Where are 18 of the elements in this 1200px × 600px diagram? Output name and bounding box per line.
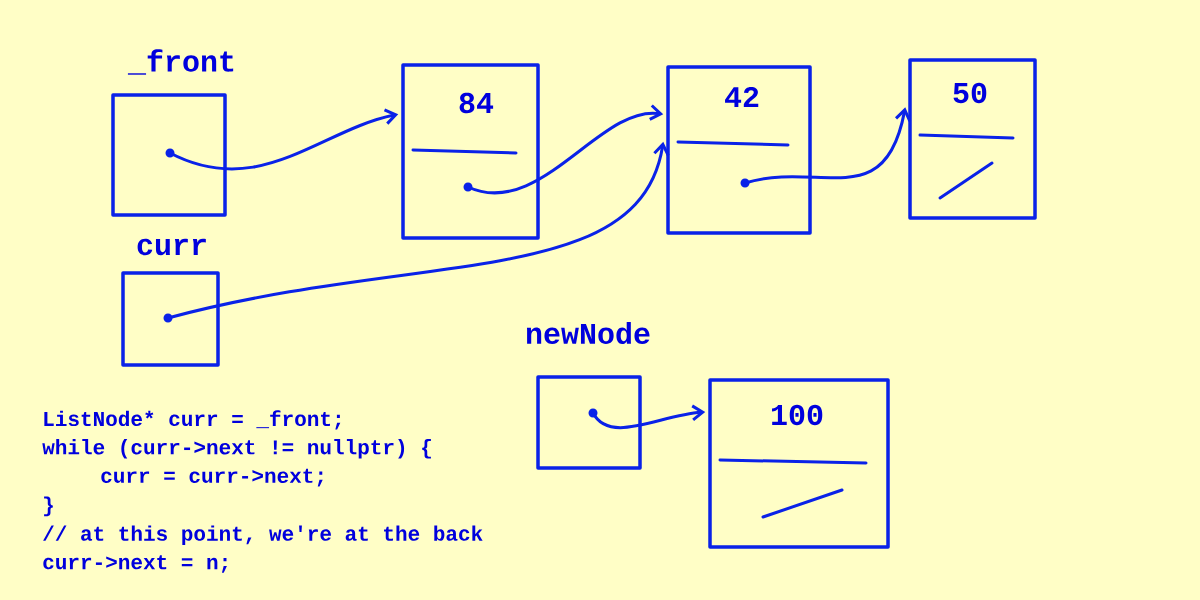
code-line: // at this point, we're at the back — [43, 525, 483, 545]
code-line: curr->next = n; — [43, 555, 227, 573]
variable-name: curr — [137, 238, 206, 256]
value-text: 50 — [953, 82, 987, 104]
arrow — [743, 107, 912, 185]
code-line: } — [44, 496, 53, 517]
variable-name: newNode — [526, 322, 650, 344]
code-line: while (curr->next != nullptr) { — [42, 439, 431, 459]
value-text: 84 — [459, 92, 494, 114]
arrow — [168, 108, 399, 171]
arrow — [166, 141, 670, 320]
arrow — [591, 404, 706, 430]
code-line: curr = curr->next; — [101, 468, 323, 487]
variable-name: _front — [127, 49, 234, 75]
arrow — [466, 104, 664, 194]
value-text: 100 — [772, 404, 823, 426]
code-line: ListNode* curr = _front; — [44, 410, 341, 430]
value-text: 42 — [725, 86, 759, 108]
